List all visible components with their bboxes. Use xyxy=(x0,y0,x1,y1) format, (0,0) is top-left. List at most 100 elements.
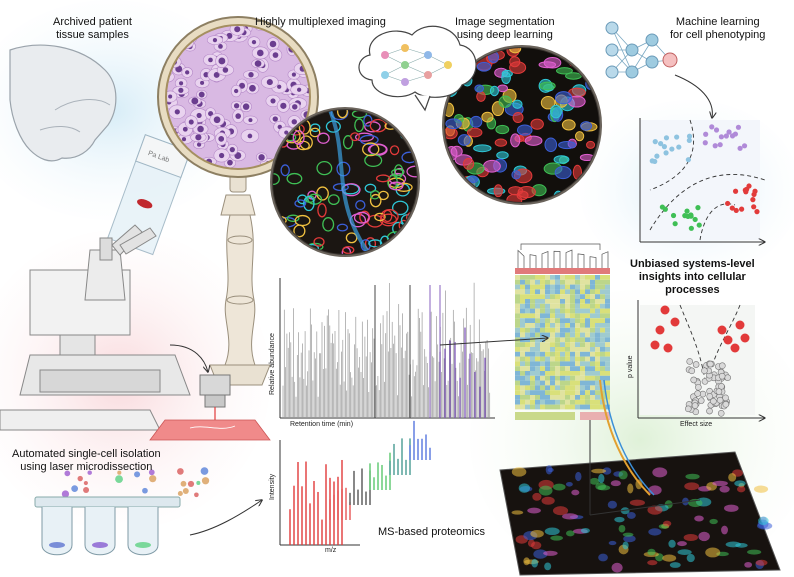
floating-cell-dot xyxy=(187,480,195,488)
heatmap-cell xyxy=(580,313,585,319)
if-cell xyxy=(342,135,354,150)
heatmap-cell xyxy=(605,294,610,299)
gloved-hand-illustration: Pa Lab xyxy=(9,44,192,256)
segmented-cell xyxy=(489,85,499,97)
heatmap-cell xyxy=(595,351,600,357)
phenotype-cluster-plot xyxy=(639,118,765,242)
map-cell xyxy=(712,480,728,487)
heatmap-cell xyxy=(555,366,560,371)
he-cell xyxy=(295,33,309,43)
dendrogram-branch xyxy=(541,251,549,268)
map-cell xyxy=(744,561,753,568)
heatmap-cell xyxy=(575,351,580,357)
if-cell xyxy=(368,239,383,248)
floating-cell-dot xyxy=(142,487,148,494)
map-cell xyxy=(652,467,668,478)
map-cell xyxy=(724,504,739,512)
segmented-cell xyxy=(494,138,508,147)
map-cell xyxy=(683,533,698,541)
heatmap-cell xyxy=(580,404,585,410)
heatmap-cell xyxy=(595,323,600,328)
map-cell xyxy=(565,530,575,537)
heatmap-cell xyxy=(595,279,600,285)
segmented-cell xyxy=(462,157,475,170)
heatmap-cell xyxy=(520,308,525,314)
segmentation-circle xyxy=(442,45,602,205)
heatmap-cell xyxy=(520,342,525,347)
floating-cell-dot xyxy=(61,490,70,498)
segmented-cell xyxy=(558,140,577,150)
heatmap-cell xyxy=(525,289,530,295)
map-cell xyxy=(610,480,621,487)
dendrogram-branch xyxy=(529,254,537,268)
heatmap-cell xyxy=(545,385,550,391)
he-nucleus xyxy=(248,72,254,78)
heatmap-cell xyxy=(560,323,565,328)
cluster-dot xyxy=(658,140,664,147)
heatmap-cell xyxy=(560,366,565,371)
heatmap-cell xyxy=(525,366,530,371)
heatmap-cell xyxy=(555,303,560,309)
map-cell xyxy=(571,489,580,496)
cluster-dot xyxy=(662,206,668,212)
heatmap-cell xyxy=(590,308,595,314)
heatmap-cell xyxy=(530,303,535,309)
segmented-cell xyxy=(496,151,509,160)
heatmap-cell xyxy=(555,404,560,410)
volcano-dot xyxy=(710,397,717,405)
segmented-cell xyxy=(474,48,487,56)
segmented-cell xyxy=(544,137,558,153)
heatmap-cell xyxy=(520,323,525,328)
heatmap-cell xyxy=(535,375,540,381)
heatmap-cell xyxy=(570,404,575,410)
heatmap-cell xyxy=(565,399,570,405)
heatmap-cell xyxy=(605,313,610,319)
if-cell xyxy=(316,186,329,201)
map-cell xyxy=(618,524,626,533)
heatmap-cell xyxy=(600,404,605,410)
heatmap-cell xyxy=(580,375,585,381)
heatmap-cell xyxy=(535,337,540,343)
heatmap-cell xyxy=(515,399,520,405)
heatmap-cell xyxy=(590,347,595,352)
heatmap-cell xyxy=(585,347,590,352)
heatmap-cell xyxy=(565,327,570,333)
heatmap-cell xyxy=(535,351,540,357)
heatmap-cell xyxy=(605,299,610,304)
heatmap-cell xyxy=(595,303,600,309)
if-cell xyxy=(404,117,417,133)
heatmap-cell xyxy=(575,347,580,352)
volcano-significant-dot xyxy=(717,325,727,335)
heatmap-cell xyxy=(555,399,560,405)
cluster-dot xyxy=(684,208,690,214)
heatmap-cell xyxy=(550,327,555,333)
heatmap-cell xyxy=(535,289,540,295)
heatmap-cell xyxy=(575,385,580,391)
segmented-cell xyxy=(580,121,593,131)
heatmap-cell xyxy=(525,308,530,314)
map-cell xyxy=(580,527,590,534)
heatmap-cell xyxy=(520,351,525,357)
he-nucleus xyxy=(168,94,173,99)
if-cell xyxy=(402,127,415,137)
heatmap-cell xyxy=(590,332,595,338)
heatmap-cell xyxy=(590,323,595,328)
volcano-significant-dot xyxy=(740,333,750,343)
segmented-cell xyxy=(543,56,562,69)
heatmap-cell xyxy=(600,342,605,347)
heatmap-cell xyxy=(535,299,540,304)
heatmap-cell xyxy=(545,404,550,410)
map-cell xyxy=(544,527,560,536)
magnifier-stand xyxy=(209,171,271,386)
heatmap-cell xyxy=(545,380,550,386)
heatmap-cell xyxy=(535,385,540,391)
heatmap-cell xyxy=(515,380,520,386)
heatmap-cell xyxy=(540,327,545,333)
floating-cell-dot xyxy=(115,475,123,483)
heatmap-cell xyxy=(530,390,535,395)
map-cell xyxy=(677,549,692,555)
he-nucleus xyxy=(299,35,305,41)
cluster-dot xyxy=(652,139,658,145)
heatmap-cell xyxy=(555,308,560,314)
he-nucleus xyxy=(212,37,218,43)
